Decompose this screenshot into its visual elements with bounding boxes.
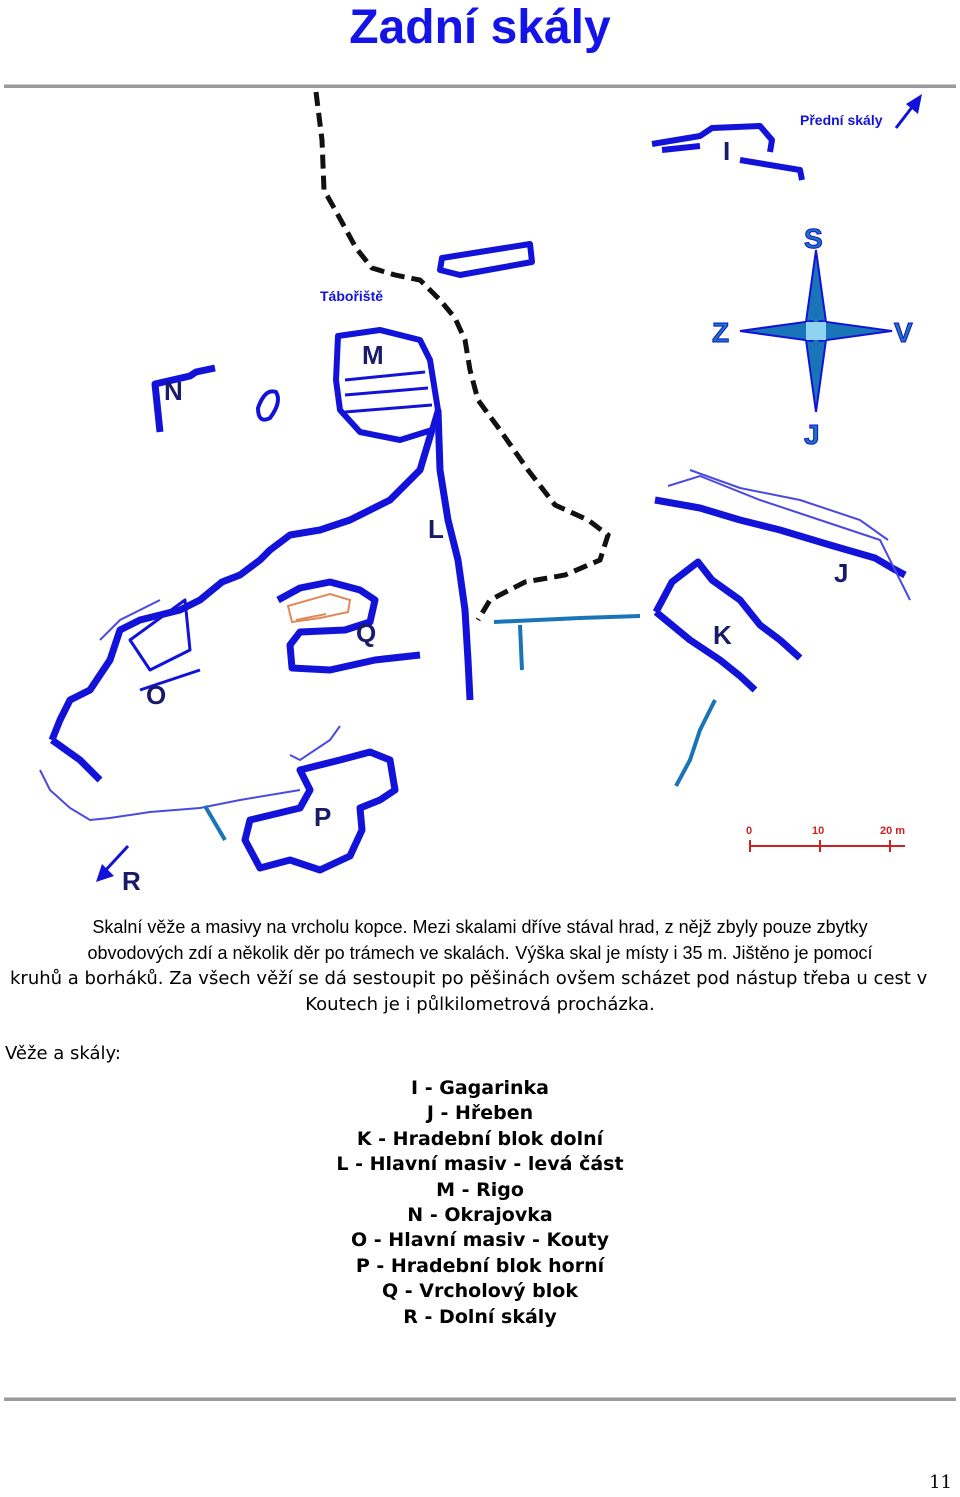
scale-tick-10: 10 [812,825,824,837]
lower-outline [39,599,341,822]
ruin-q [286,592,352,624]
legend-item: R - Dolní skály [403,1305,557,1328]
scale-bar [749,840,905,852]
label-n: N [164,376,183,406]
caption-line-3: kruhů a borháků. Za všech věží se dá ses… [10,968,928,989]
legend-item: M - Rigo [436,1178,524,1201]
hiking-path [313,91,611,622]
rock-m [333,327,441,443]
label-l: L [428,514,444,544]
label-q: Q [356,618,376,648]
legend-item: Q - Vrcholový blok [382,1280,578,1303]
page-title: Zadní skály [349,1,611,54]
compass-e: V [894,317,913,348]
rock-q [276,578,421,674]
legend-item: K - Hradební blok dolní [356,1127,604,1150]
label-k: K [713,620,732,650]
arrow-r [96,844,130,882]
compass-w: Z [712,317,729,348]
label-p: P [314,802,331,832]
scale-tick-0: 0 [746,825,752,837]
label-m: M [362,340,384,370]
compass-n: S [804,223,823,254]
rock-i [651,123,805,181]
legend-item: I - Gagarinka [411,1077,549,1099]
top-divider [4,84,956,88]
rock-j-outline [667,469,911,601]
towers-heading: Věže a skály: [5,1043,121,1064]
bottom-divider [4,1397,956,1401]
rock-k [652,558,803,693]
page-number: 11 [929,1472,952,1493]
rock-p [241,748,399,874]
caption-line-1: Skalní věže a masivy na vrcholu kopce. M… [92,917,868,937]
compass-rose-icon [739,249,893,413]
label-taboriste: Tábořiště [320,288,383,304]
camp-wall [437,241,535,278]
legend-item: L - Hlavní masiv - levá část [336,1153,624,1176]
scale-tick-20: 20 m [880,825,905,837]
legend-item: O - Hlavní masiv - Kouty [351,1229,609,1252]
label-predni-skaly: Přední skály [800,112,883,128]
rock-o [49,598,201,783]
rock-j [654,496,907,579]
label-i: I [723,136,730,166]
label-o: O [146,680,166,710]
label-r: R [122,866,141,896]
compass-s: J [804,419,820,450]
map-caption: Skalní věže a masivy na vrcholu kopce. M… [0,915,960,1017]
rock-l [48,409,474,742]
caption-line-4: Koutech je i půlkilometrová procházka. [305,993,655,1015]
label-j: J [834,558,848,588]
legend-item: J - Hřeben [426,1102,534,1125]
legend-item: P - Hradební blok horní [355,1254,605,1277]
caption-line-2: obvodových zdí a několik děr po trámech … [87,942,873,963]
arrow-predni-skaly [894,94,922,129]
rock-map: Přední skály Tábořiště I M N L J K Q O P… [39,91,922,896]
tower-legend: I - Gagarinka J - Hřeben K - Hradební bl… [0,1076,960,1330]
stairs [203,614,717,842]
legend-item: N - Okrajovka [407,1204,553,1227]
rock-n [151,364,280,433]
